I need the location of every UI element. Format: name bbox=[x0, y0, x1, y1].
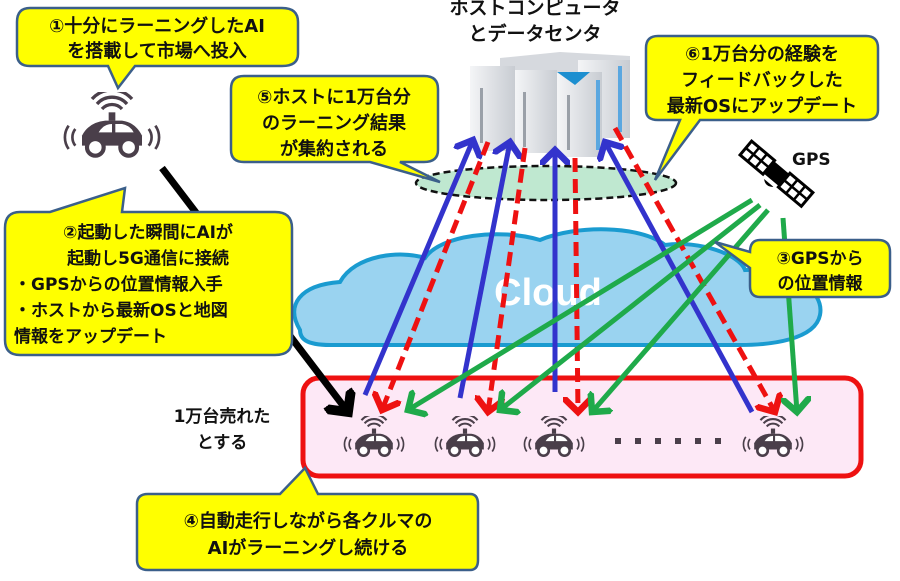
gps-label: GPS bbox=[792, 150, 831, 170]
download-arrow bbox=[488, 147, 528, 412]
callout-step6: ⑥1万台分の経験を フィードバックした 最新OSにアップデート bbox=[644, 34, 880, 181]
callout-step1: ①十分にラーニングしたAI を搭載して市場へ投入 bbox=[15, 6, 300, 91]
callout-step1-line2: を搭載して市場へ投入 bbox=[67, 40, 246, 62]
download-arrow bbox=[612, 126, 775, 412]
upload-arrow bbox=[605, 142, 755, 414]
callout-step3-line2: の位置情報 bbox=[778, 273, 864, 294]
callout-step3: ③GPSから の位置情報 bbox=[714, 238, 892, 299]
gps-arrow bbox=[408, 197, 754, 410]
callout-step4: ④自動走行しながら各クルマの AIがラーニングし続ける bbox=[135, 465, 480, 572]
download-arrow bbox=[575, 157, 578, 412]
car-icon-initial bbox=[65, 90, 159, 156]
download-arrows bbox=[382, 126, 775, 412]
callout-step4-line2: AIがラーニングし続ける bbox=[208, 537, 409, 559]
server-icon bbox=[470, 52, 630, 157]
host-label-line1: ホストコンピュータ bbox=[449, 0, 620, 19]
callout-step5-line1: ⑤ホストに1万台分 bbox=[257, 86, 411, 108]
upload-arrows bbox=[362, 140, 755, 414]
gps-arrow bbox=[592, 208, 770, 412]
ellipsis-dots bbox=[615, 438, 721, 444]
gps-satellite-icon bbox=[737, 138, 816, 209]
callout-step6-line2: フィードバックした bbox=[681, 70, 843, 91]
fleet-label-line2: とする bbox=[197, 433, 248, 453]
callout-step6-line1: ⑥1万台分の経験を bbox=[685, 43, 839, 65]
callout-step4-line1: ④自動走行しながら各クルマの bbox=[184, 510, 433, 532]
callout-step2-line5: 情報をアップデート bbox=[14, 326, 167, 347]
callout-step1-line1: ①十分にラーニングしたAI bbox=[49, 15, 265, 37]
fleet-container bbox=[300, 375, 864, 479]
callout-step2-line3: ・GPSからの位置情報入手 bbox=[14, 274, 223, 295]
callout-step5-line3: が集約される bbox=[280, 138, 388, 160]
upload-arrow bbox=[362, 140, 473, 396]
aggregation-ring bbox=[414, 164, 678, 202]
callout-step5-line2: のラーニング結果 bbox=[262, 112, 407, 134]
callout-step2: ②起動した瞬間にAIが 起動し5G通信に接続 ・GPSからの位置情報入手 ・ホス… bbox=[3, 186, 294, 357]
fleet-label-line1: 1万台売れた bbox=[174, 406, 271, 427]
callout-step6-line3: 最新OSにアップデート bbox=[667, 95, 857, 117]
host-label-line2: とデータセンタ bbox=[468, 22, 601, 45]
gps-arrows bbox=[408, 197, 797, 412]
callout-step5: ⑤ホストに1万台分 のラーニング結果 が集約される bbox=[229, 74, 441, 184]
callout-step2-line1: ②起動した瞬間にAIが bbox=[63, 222, 233, 243]
download-arrow bbox=[382, 141, 491, 410]
cloud-label: Cloud bbox=[494, 272, 602, 314]
callout-step2-line2: 起動し5G通信に接続 bbox=[66, 248, 229, 269]
upload-arrow bbox=[457, 142, 510, 399]
callout-step3-line1: ③GPSから bbox=[776, 249, 863, 269]
gps-arrow bbox=[500, 203, 762, 410]
callout-step2-line4: ・ホストから最新OSと地図 bbox=[14, 300, 228, 321]
